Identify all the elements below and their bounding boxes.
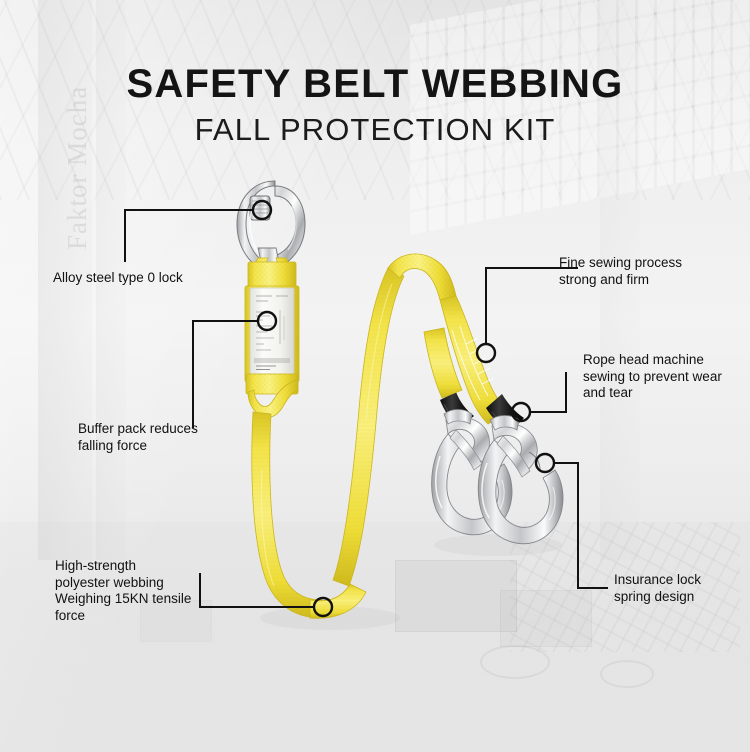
webbing-left-tail bbox=[423, 327, 463, 399]
page-subtitle: FALL PROTECTION KIT bbox=[194, 112, 556, 147]
title-block: SAFETY BELT WEBBING FALL PROTECTION KIT bbox=[0, 64, 750, 145]
buffer-pack-part bbox=[244, 261, 300, 395]
webbing-right-strand bbox=[332, 267, 405, 587]
callout-label-alloy-steel-lock: Alloy steel type 0 lock bbox=[53, 270, 183, 285]
page-title: SAFETY BELT WEBBING bbox=[126, 62, 624, 106]
webbing-right-branch bbox=[439, 295, 509, 425]
webbing-left-strand bbox=[251, 411, 323, 619]
scaffold-hook-left-part bbox=[431, 409, 513, 536]
callout-label-insurance-lock: Insurance lock spring design bbox=[614, 572, 702, 604]
callout-label-polyester-webbing: High-strength polyester webbing Weighing… bbox=[55, 558, 192, 623]
scaffold-hook-right-part bbox=[477, 415, 564, 545]
buffer-pack-label bbox=[249, 287, 295, 375]
carabiner-part bbox=[236, 180, 306, 273]
callout-label-fine-sewing: Fine sewing process strong and firm bbox=[559, 255, 683, 287]
screw-lock-sleeve bbox=[249, 195, 271, 221]
callout-label-rope-head: Rope head machine sewing to prevent wear… bbox=[583, 352, 722, 400]
callout-label-buffer-pack: Buffer pack reduces falling force bbox=[78, 421, 198, 453]
